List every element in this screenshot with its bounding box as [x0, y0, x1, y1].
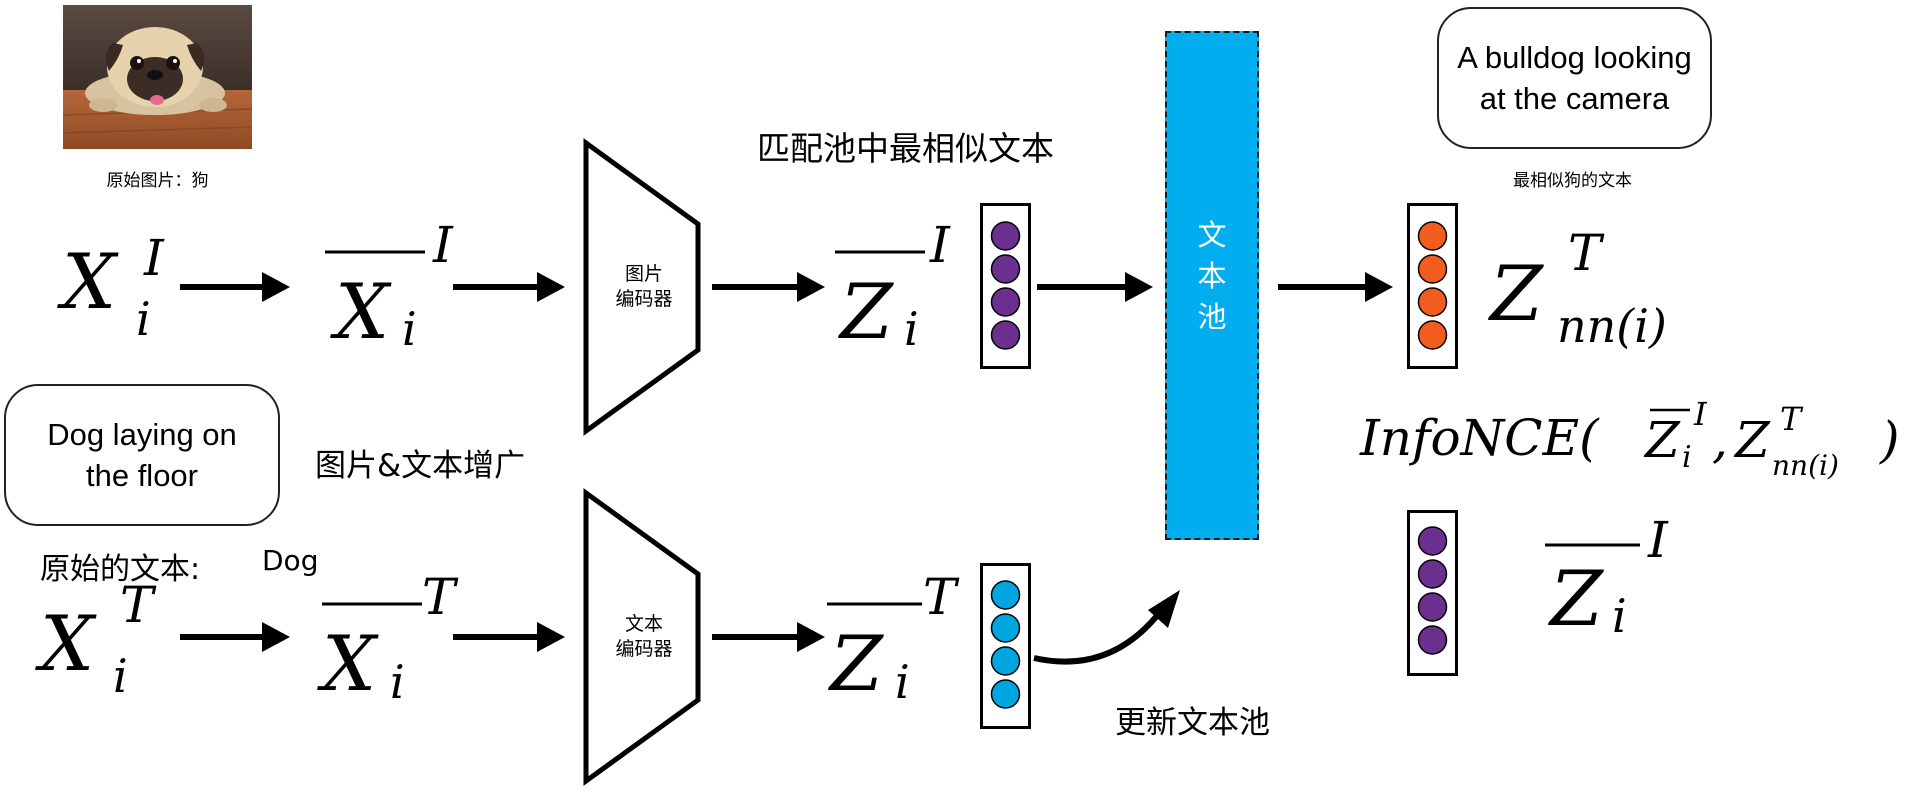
svg-text:X: X — [35, 599, 97, 688]
svg-text:i: i — [136, 292, 151, 346]
x-text-augmented: X T i — [317, 568, 459, 709]
svg-text:I: I — [1693, 395, 1708, 433]
arrow — [180, 284, 1368, 640]
svg-text:T: T — [422, 568, 459, 626]
z-image-right: Z I i — [1545, 511, 1669, 643]
original-text-caption: Dog laying on the floor — [47, 417, 237, 493]
svg-text:I: I — [1647, 511, 1669, 569]
update-pool-arrow — [1033, 610, 1163, 665]
z-text: Z T i — [827, 568, 960, 709]
svg-text:Z: Z — [1643, 411, 1681, 469]
nn-text-bubble: A bulldog looking at the camera — [1437, 7, 1712, 149]
svg-text:I: I — [432, 216, 454, 274]
text-encoder — [583, 488, 701, 786]
svg-text:i: i — [904, 302, 919, 356]
text-pool — [1165, 31, 1259, 540]
svg-text:InfoNCE(: InfoNCE( — [1359, 409, 1600, 467]
label-original-text-value: Dog — [262, 544, 319, 577]
svg-text:I: I — [143, 229, 165, 287]
image-embedding-vector — [980, 203, 1031, 369]
embedding-dot — [1417, 592, 1448, 622]
image-embedding-vector-right — [1407, 510, 1458, 676]
label-update-pool: 更新文本池 — [1115, 705, 1270, 741]
svg-text:Z: Z — [838, 267, 894, 356]
embedding-dot — [1417, 625, 1448, 655]
embedding-dot — [1417, 526, 1448, 556]
svg-text:Z: Z — [828, 619, 884, 708]
svg-text:i: i — [1612, 589, 1627, 643]
dog-photo — [62, 5, 253, 149]
svg-text:T: T — [1568, 224, 1605, 282]
image-caption: 原始图片：狗 — [106, 171, 209, 191]
svg-text:i: i — [895, 655, 910, 709]
svg-text:i: i — [390, 655, 405, 709]
svg-text:T: T — [923, 568, 960, 626]
original-text-bubble: Dog laying on the floor — [4, 384, 280, 526]
embedding-dot — [1417, 221, 1448, 251]
embedding-dot — [990, 320, 1021, 350]
x-text: X T i — [35, 576, 157, 703]
svg-text:X: X — [330, 267, 392, 356]
label-match-pool: 匹配池中最相似文本 — [757, 129, 1054, 168]
z-image: Z I i — [835, 216, 951, 356]
svg-text:): ) — [1879, 411, 1900, 469]
svg-text:i: i — [1682, 440, 1692, 475]
nn-embedding-vector — [1407, 203, 1458, 369]
svg-text:Z: Z — [1733, 411, 1771, 469]
embedding-dot — [1417, 254, 1448, 284]
label-nn-text: 最相似狗的文本 — [1513, 171, 1632, 191]
svg-text:nn(i): nn(i) — [1772, 449, 1839, 482]
svg-text:X: X — [317, 619, 379, 708]
infonce-loss: InfoNCE( Z I i , Z T nn(i) ) — [1359, 395, 1900, 482]
z-nearest-neighbor: Z T nn(i) — [1488, 224, 1667, 353]
embedding-dot — [1417, 559, 1448, 589]
embedding-dot — [1417, 287, 1448, 317]
svg-text:T: T — [1780, 400, 1804, 438]
embedding-dot — [990, 646, 1021, 676]
label-augmentation: 图片&文本增广 — [315, 448, 526, 484]
embedding-dot — [990, 287, 1021, 317]
svg-text:Z: Z — [1488, 249, 1544, 338]
svg-text:Z: Z — [1548, 554, 1604, 643]
text-pool-label: 文本池 — [1197, 218, 1227, 334]
x-image-augmented: X I i — [325, 216, 454, 356]
svg-text:,: , — [1712, 411, 1728, 469]
svg-text:i: i — [113, 649, 128, 703]
text-embedding-vector — [980, 563, 1031, 729]
embedding-dot — [990, 254, 1021, 284]
embedding-dot — [990, 580, 1021, 610]
svg-text:I: I — [929, 216, 951, 274]
text-encoder-label: 文本编码器 — [615, 613, 673, 660]
label-original-text: 原始的文本: — [40, 552, 201, 587]
svg-text:nn(i): nn(i) — [1557, 299, 1667, 353]
embedding-dot — [990, 613, 1021, 643]
svg-text:X: X — [57, 237, 119, 326]
arrow-heads — [262, 272, 1393, 652]
image-encoder — [583, 138, 701, 436]
nn-text-caption: A bulldog looking at the camera — [1457, 40, 1692, 116]
embedding-dot — [1417, 320, 1448, 350]
x-image: X I i — [57, 229, 165, 346]
embedding-dot — [990, 679, 1021, 709]
image-encoder-label: 图片编码器 — [615, 263, 673, 310]
svg-text:i: i — [402, 302, 417, 356]
embedding-dot — [990, 221, 1021, 251]
svg-text:T: T — [120, 576, 157, 634]
